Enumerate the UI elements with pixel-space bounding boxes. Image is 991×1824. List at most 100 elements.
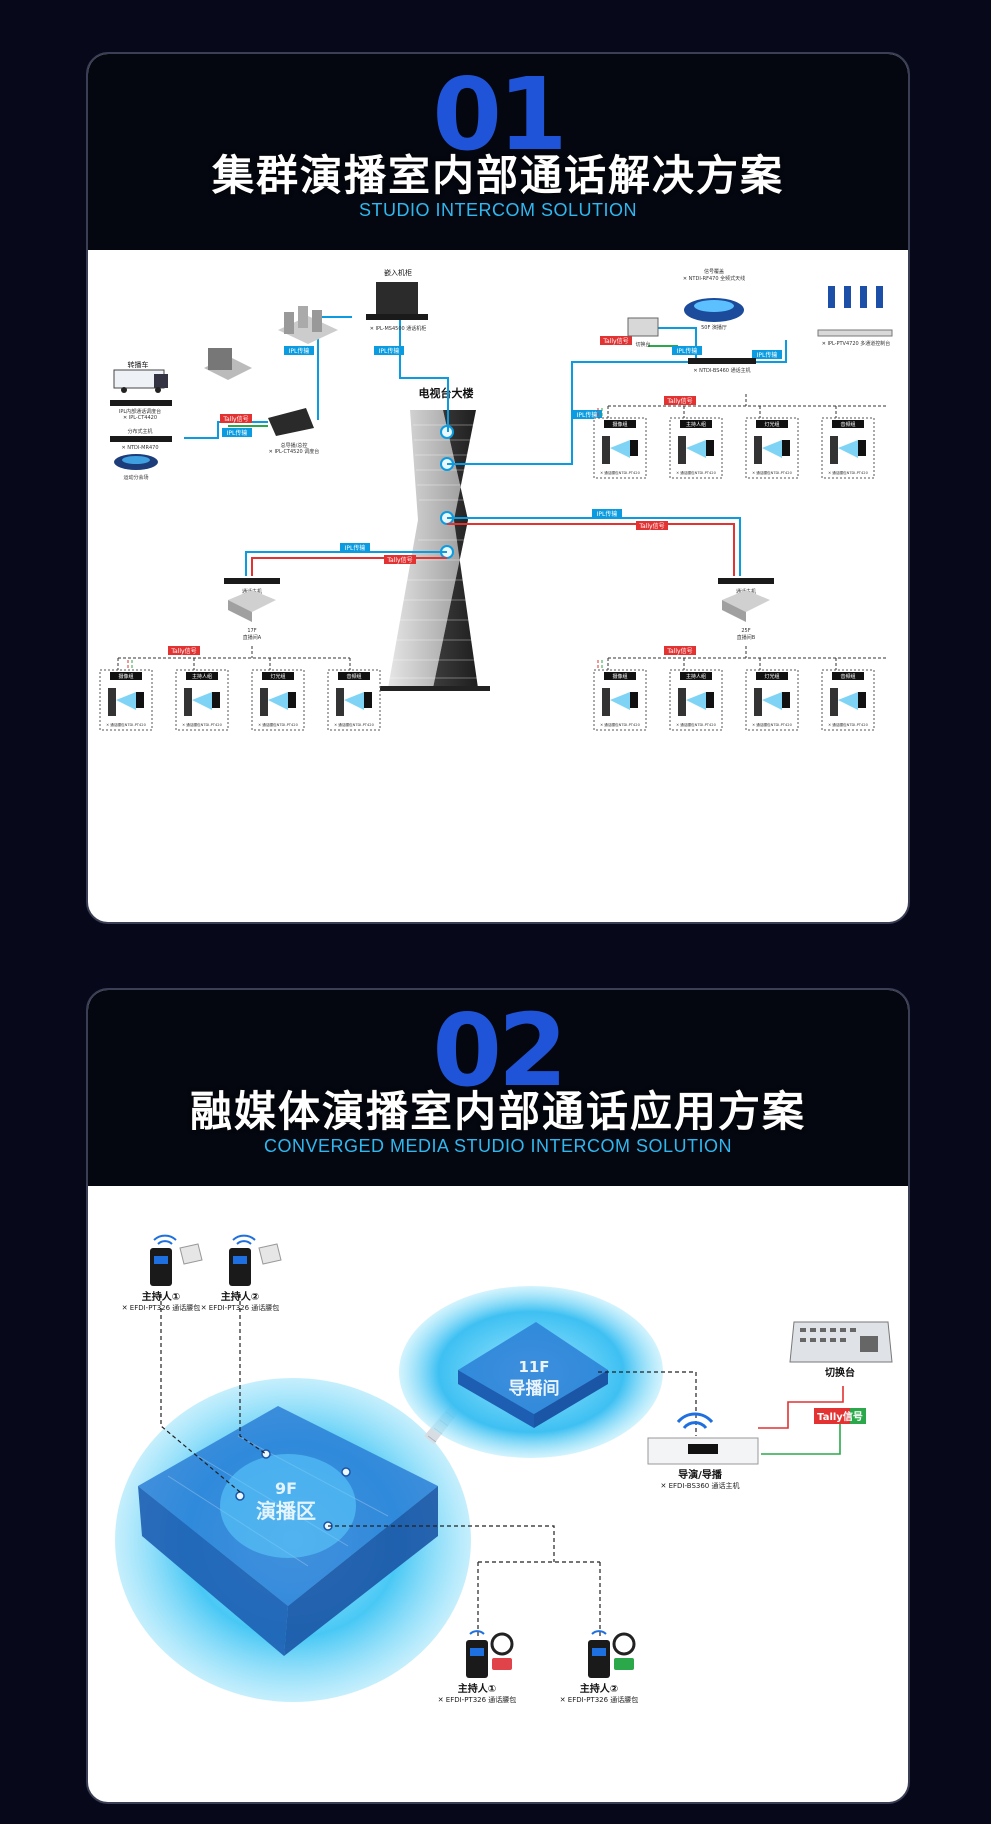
- ipl-label: IPL传输: [757, 351, 778, 359]
- section-title: 集群演播室内部通话解决方案: [211, 151, 784, 200]
- switcher-console: 切换台: [789, 1321, 893, 1379]
- ipl-label: IPL传输: [597, 510, 618, 518]
- group-model: ✕ 通话腰包NTDI-PT420: [676, 722, 716, 727]
- dashed-links: [117, 394, 888, 670]
- signal-cover-model: ✕ NTDI-RF470 全频式天线: [683, 275, 745, 282]
- tally-label: Tally信号: [222, 415, 248, 423]
- solution-card-2: 02 融媒体演播室内部通话应用方案 CONVERGED MEDIA STUDIO…: [86, 988, 910, 1804]
- ipl-label: IPL传输: [227, 429, 248, 437]
- tv-tower: 电视台大楼: [374, 386, 490, 691]
- server-room-icon: [204, 348, 252, 380]
- tally-line: [758, 1386, 844, 1429]
- right-host-model: ✕ NTDI-BS460 通话主机: [693, 367, 750, 374]
- solution-card-1: 01 集群演播室内部通话解决方案 STUDIO INTERCOM SOLUTIO…: [86, 52, 910, 924]
- host-device-top-2: 主持人② ✕ EFDI-PT326 通话腰包: [201, 1234, 282, 1312]
- switcher-label: 切换台: [635, 341, 650, 348]
- host-device-bottom-2: 主持人② ✕ EFDI-PT326 通话腰包: [560, 1630, 639, 1704]
- group-box: 摄像组 ✕ 通话腰包NTDI-PT420: [99, 669, 153, 731]
- group-model: ✕ 通话腰包NTDI-PT420: [334, 722, 374, 727]
- group-label: 摄像组: [612, 421, 627, 428]
- van-label: 转播车: [128, 360, 149, 369]
- panel-right-model: ✕ IPL-PTV4720 多通道控制台: [822, 340, 891, 347]
- group-box: 摄像组 ✕ 通话腰包NTDI-PT420: [593, 417, 647, 479]
- signal-cover-label: 信号覆盖: [704, 268, 724, 275]
- group-box: 主持人组✕ 通话腰包NTDI-PT420: [175, 669, 229, 731]
- stadium-label: 运动分会场: [123, 474, 148, 481]
- diagram-body: 9F 演播区: [88, 1186, 908, 1802]
- ipl-label: IPL传输: [345, 544, 366, 552]
- control-room-11f: 11F 导播间: [399, 1286, 663, 1458]
- tally-label: Tally信号: [602, 337, 628, 345]
- group-model: ✕ 通话腰包NTDI-PT420: [828, 470, 868, 475]
- group-model: ✕ 通话腰包NTDI-PT420: [106, 722, 146, 727]
- tally-badge: Tally信号: [814, 1408, 866, 1424]
- group-clusters: 摄像组 ✕ 通话腰包NTDI-PT420 主持人组 ✕ 通话腰包NTDI-PT420 灯…: [99, 417, 875, 731]
- diagram-body: 电视台大楼: [88, 250, 908, 922]
- control-floor: 11F: [518, 1358, 549, 1376]
- switcher-device: 切换台: [627, 317, 659, 348]
- tally-label: Tally信号: [638, 522, 664, 530]
- control-name: 导播间: [509, 1378, 560, 1399]
- tally-label: Tally信号: [666, 397, 692, 405]
- section-subtitle: STUDIO INTERCOM SOLUTION: [358, 200, 637, 220]
- studio-9f: 9F 演播区: [115, 1378, 471, 1702]
- tally-line-green: [761, 1418, 841, 1455]
- group-label: 主持人组: [686, 421, 706, 428]
- section-subtitle: CONVERGED MEDIA STUDIO INTERCOM SOLUTION: [263, 1136, 733, 1156]
- studio-25f-floor: 25F: [741, 628, 750, 634]
- hall-50f-label: 50F 演播厅: [701, 324, 727, 331]
- group-label: 灯光组: [764, 421, 779, 428]
- group-model: ✕ 通话腰包NTDI-PT420: [258, 722, 298, 727]
- group-box: 摄像组 ✕ 通话腰包NTDI-PT420: [593, 669, 647, 731]
- group-box: 灯光组✕ 通话腰包NTDI-PT420: [745, 417, 799, 479]
- section-number: 01: [432, 56, 567, 173]
- ipl-label: IPL传输: [577, 411, 598, 419]
- tally-label: Tally信号: [170, 647, 196, 655]
- group-model: ✕ 通话腰包NTDI-PT420: [600, 722, 640, 727]
- group-box: 灯光组✕ 通话腰包NTDI-PT420: [745, 669, 799, 731]
- group-label: 摄像组: [118, 673, 133, 680]
- group-model: ✕ 通话腰包NTDI-PT420: [600, 470, 640, 475]
- studio-17f-floor: 17F: [247, 628, 256, 634]
- director-host: 导演/导播 ✕ EFDI-BS360 通话主机: [647, 1412, 759, 1490]
- van-panel-model: ✕ IPL-CT4420: [123, 415, 157, 421]
- tally-label: Tally信号: [666, 647, 692, 655]
- group-box: 音频组✕ 通话腰包NTDI-PT420: [821, 669, 875, 731]
- host-name: 主持人①: [142, 1290, 180, 1303]
- group-label: 摄像组: [612, 673, 627, 680]
- tally-dashed-links: [127, 408, 603, 670]
- ipl-label: IPL传输: [677, 347, 698, 355]
- host-model: ✕ EFDI-PT326 通话腰包: [438, 1695, 517, 1704]
- dist-host-label: 分布式主机: [127, 428, 152, 435]
- studio-17f-hub: 通话主机 17F 直播间A: [224, 578, 280, 641]
- broadcast-van: 转播车 IPL内部通话调度台 ✕ IPL-CT4420: [110, 360, 172, 421]
- group-model: ✕ 通话腰包NTDI-PT420: [676, 470, 716, 475]
- group-label: 灯光组: [764, 673, 779, 680]
- converged-media-diagram: 9F 演播区: [115, 1234, 893, 1704]
- van-panel-label: IPL内部通话调度台: [119, 408, 161, 415]
- group-box: 主持人组 ✕ 通话腰包NTDI-PT420: [669, 417, 723, 479]
- studio-name: 演播区: [256, 1499, 316, 1523]
- tally-label: Tally信号: [386, 556, 412, 564]
- master-ctrl-model: ✕ IPL-CT4520 调度台: [269, 448, 320, 455]
- right-host-device: ✕ NTDI-BS460 通话主机: [688, 358, 756, 374]
- group-label: 音频组: [840, 673, 855, 680]
- signal-antenna: 信号覆盖 ✕ NTDI-RF470 全频式天线 50F 演播厅: [683, 268, 745, 331]
- group-label: 主持人组: [686, 673, 706, 680]
- ipl-label: IPL传输: [289, 347, 310, 355]
- section-title: 融媒体演播室内部通话应用方案: [189, 1087, 806, 1136]
- rack-label: 嵌入机柜: [384, 268, 412, 277]
- link-labels: IPL传输 IPL传输 IPL传输 Tally信号 IPL传输 IPL传输 Ta…: [168, 336, 782, 655]
- host-name: 主持人①: [458, 1682, 496, 1695]
- group-box: 灯光组 ✕ 通话腰包NTDI-PT420: [251, 669, 305, 731]
- studio-17f-name: 直播间A: [243, 634, 262, 641]
- studio-network-diagram: 电视台大楼: [99, 268, 893, 731]
- rack-device: 嵌入机柜 ✕ IPL-MS4500 通话机柜: [366, 268, 428, 332]
- host-model: ✕ EFDI-PT326 通话腰包: [560, 1695, 639, 1704]
- group-box: 主持人组 ✕ 通话腰包NTDI-PT420: [669, 669, 723, 731]
- rack-model: ✕ IPL-MS4500 通话机柜: [370, 325, 427, 332]
- group-label: 灯光组: [270, 673, 285, 680]
- distributed-host: 分布式主机 ✕ NTDI-MR470 运动分会场: [110, 428, 172, 481]
- section-number: 02: [432, 992, 567, 1109]
- master-control-panel: 总导播/总控 ✕ IPL-CT4520 调度台: [268, 408, 319, 455]
